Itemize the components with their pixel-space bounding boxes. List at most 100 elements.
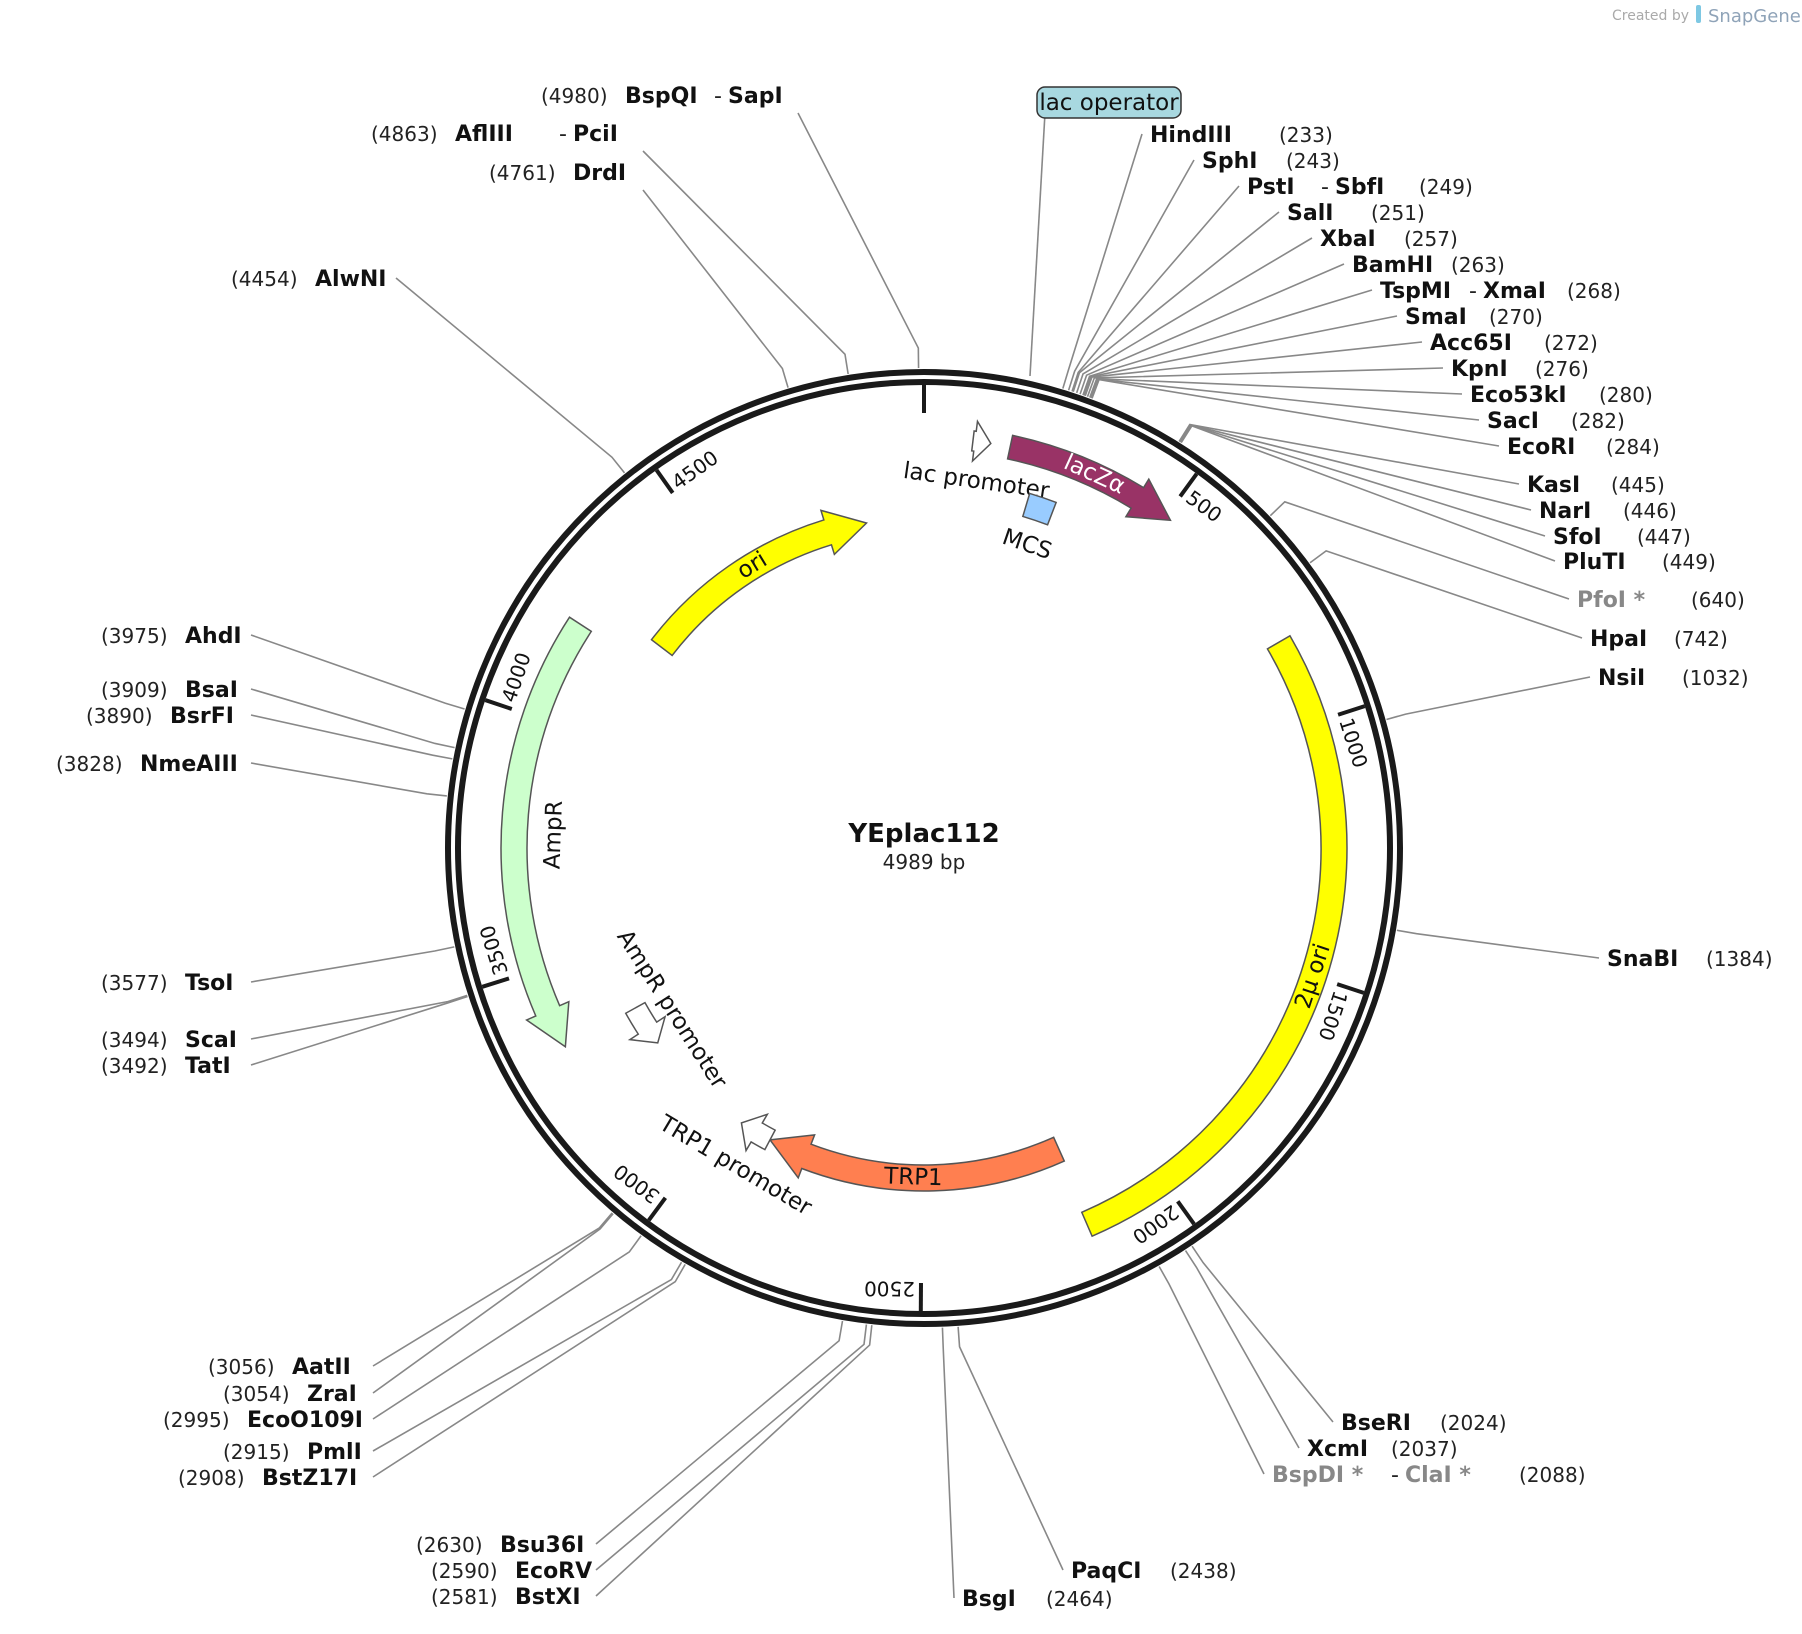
tick-mark xyxy=(1178,472,1199,498)
leader-tspmi xyxy=(1082,289,1373,396)
tick-label: 1000 xyxy=(1334,715,1372,771)
site-name: SfoI xyxy=(1553,525,1602,550)
site-pfoi: PfoI *(640) xyxy=(1577,588,1745,613)
tick-label: 3500 xyxy=(475,922,513,978)
feature-label-trp1: TRP1 xyxy=(883,1163,943,1191)
site-name: KpnI xyxy=(1451,357,1508,382)
site-position: (640) xyxy=(1691,588,1745,612)
site-bsu36i: (2630)Bsu36I xyxy=(416,1533,584,1558)
site-name: AflIII xyxy=(455,122,513,147)
site-ahdi: (3975)AhdI xyxy=(101,624,242,649)
site-position: (447) xyxy=(1637,525,1691,549)
tick-mark xyxy=(481,976,510,989)
site-bspdi: BspDI *-ClaI *(2088) xyxy=(1272,1463,1586,1488)
site-separator: - xyxy=(714,84,722,109)
site-name: NsiI xyxy=(1598,666,1645,691)
site-name: AlwNI xyxy=(315,267,387,292)
site-name: BstZ17I xyxy=(262,1466,357,1491)
leader-bsu36i xyxy=(595,1320,844,1545)
site-position: (4980) xyxy=(541,84,608,108)
site-sphi: SphI(243) xyxy=(1202,149,1340,174)
site-name: NmeAIII xyxy=(140,752,238,777)
site-separator: - xyxy=(559,122,567,147)
site-name: PstI xyxy=(1247,175,1295,200)
site-snabi: SnaBI(1384) xyxy=(1607,947,1773,972)
feature-label-lacz-: lacZα xyxy=(1060,449,1129,499)
site-bspqi: (4980)BspQI-SapI xyxy=(541,84,783,109)
site-name: SnaBI xyxy=(1607,947,1678,972)
site-hpai: HpaI (742) xyxy=(1590,627,1728,652)
watermark-brand: SnapGene xyxy=(1708,6,1801,27)
site-name: ZraI xyxy=(307,1382,357,1407)
site-name: SalI xyxy=(1287,201,1333,226)
leader-nsii xyxy=(1386,676,1591,721)
leader-saci xyxy=(1090,378,1480,421)
site-position: (2464) xyxy=(1046,1587,1113,1611)
leader-kpni xyxy=(1086,367,1444,397)
site-ecoo109i: (2995)EcoO109I xyxy=(163,1408,363,1433)
site-position: (2037) xyxy=(1391,1437,1458,1461)
leader-zrai xyxy=(372,1213,614,1394)
site-name-alt: XmaI xyxy=(1483,279,1546,304)
site-position: (282) xyxy=(1571,409,1625,433)
site-name: BstXI xyxy=(515,1585,581,1610)
leader-bstxi xyxy=(595,1325,873,1597)
site-position: (2438) xyxy=(1170,1559,1237,1583)
watermark-prefix: Created by xyxy=(1612,8,1689,24)
feature-label-mcs: MCS xyxy=(999,524,1055,565)
leader-tsoi xyxy=(250,946,455,983)
site-name: PmlI xyxy=(307,1440,362,1465)
site-bstxi: (2581)BstXI xyxy=(431,1585,581,1610)
site-position: (4863) xyxy=(371,122,438,146)
site-alwni: (4454) AlwNI xyxy=(231,267,387,292)
site-position: (742) xyxy=(1674,627,1728,651)
leader-acc65i xyxy=(1084,341,1423,397)
site-position: (4454) xyxy=(231,267,298,291)
lac-operator-label: lac operator xyxy=(1029,86,1182,377)
site-xbai: XbaI(257) xyxy=(1320,227,1458,252)
site-name-alt: SbfI xyxy=(1335,175,1384,200)
site-position: (2915) xyxy=(223,1440,290,1464)
backbone-outer-strand xyxy=(445,369,1403,1327)
site-name: XcmI xyxy=(1307,1437,1368,1462)
feature-trp1-promoter xyxy=(740,1113,777,1153)
site-name: HpaI xyxy=(1590,627,1647,652)
site-position: (233) xyxy=(1279,123,1333,147)
site-name: AhdI xyxy=(185,624,242,649)
backbone-inner-strand xyxy=(455,379,1393,1317)
tick-mark xyxy=(1337,704,1366,717)
leader-bspdi xyxy=(1158,1266,1265,1475)
site-kasi: KasI(445) xyxy=(1527,473,1665,498)
leader-paqci xyxy=(957,1326,1064,1571)
site-pluti: PluTI(449) xyxy=(1563,550,1716,575)
site-nari: NarI(446) xyxy=(1539,499,1677,524)
site-name: BsrFI xyxy=(170,704,234,729)
site-name: BamHI xyxy=(1352,253,1433,278)
site-name: TatI xyxy=(185,1054,231,1079)
site-hindiii: HindIII(233) xyxy=(1150,123,1333,148)
site-position: (2908) xyxy=(178,1466,245,1490)
site-name: KasI xyxy=(1527,473,1580,498)
site-position: (243) xyxy=(1286,149,1340,173)
feature-2-ori xyxy=(1080,634,1348,1238)
feature-lac-promoter xyxy=(970,419,992,464)
feature-ori xyxy=(650,509,868,657)
feature-ampr xyxy=(500,616,593,1049)
leader-eco53ki xyxy=(1089,377,1463,398)
site-leader-lines xyxy=(250,112,1600,1599)
site-position: (272) xyxy=(1544,331,1598,355)
site-name: XbaI xyxy=(1320,227,1376,252)
leader-psti xyxy=(1071,185,1240,392)
site-position: (3492) xyxy=(101,1054,168,1078)
leader-sphi xyxy=(1067,159,1195,391)
site-position: (3828) xyxy=(56,752,123,776)
lac-operator-box xyxy=(1036,86,1182,119)
leader-tati xyxy=(250,995,468,1066)
leader-hpai xyxy=(1309,549,1583,639)
site-name: AatII xyxy=(292,1355,351,1380)
site-acc65i: Acc65I(272) xyxy=(1430,331,1598,356)
leader-ecori xyxy=(1091,378,1500,447)
site-name: EcoO109I xyxy=(247,1408,363,1433)
site-name: Bsu36I xyxy=(500,1533,584,1558)
